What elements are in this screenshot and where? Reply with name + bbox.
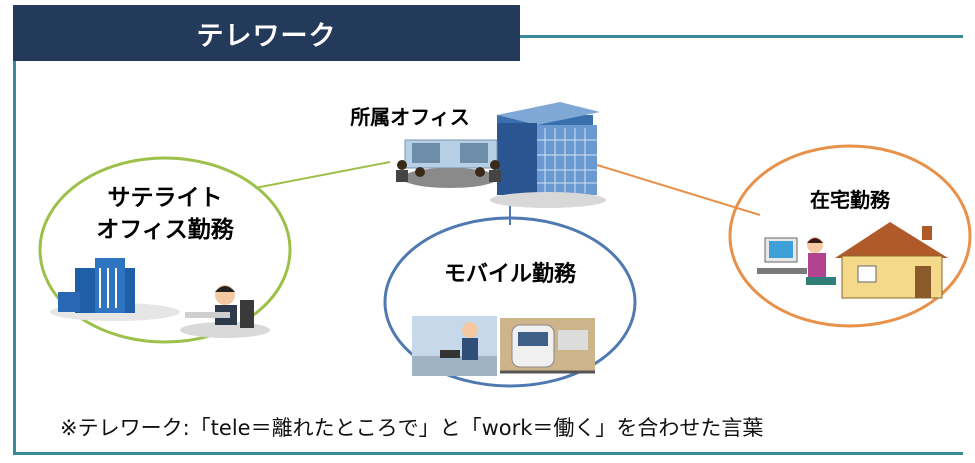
satellite-ring bbox=[38, 156, 292, 344]
caption-text: ※テレワーク:「tele＝離れたところで」と「work＝働く」を合わせた言葉 bbox=[60, 416, 764, 440]
worker-at-desk-icon bbox=[180, 285, 270, 338]
satellite-building-icon bbox=[50, 258, 180, 321]
train-icon bbox=[500, 318, 595, 374]
connector-satellite bbox=[254, 161, 391, 189]
mobile-worker-icon bbox=[412, 316, 497, 376]
house-icon bbox=[835, 222, 948, 299]
connector-home bbox=[596, 164, 761, 216]
office-building-icon bbox=[490, 102, 606, 208]
satellite-label-line1: サテライト bbox=[107, 185, 223, 211]
home-ring bbox=[728, 144, 972, 328]
mobile-ring bbox=[383, 216, 637, 388]
office-label: 所属オフィス bbox=[350, 105, 470, 129]
home-label: 在宅勤務 bbox=[810, 188, 890, 212]
satellite-label: サテライト オフィス勤務 bbox=[60, 182, 270, 246]
meeting-room-icon bbox=[396, 139, 501, 188]
mobile-label: モバイル勤務 bbox=[443, 262, 576, 287]
page-title: テレワーク bbox=[13, 5, 520, 61]
home-worker-icon bbox=[757, 237, 836, 285]
satellite-label-line2: オフィス勤務 bbox=[96, 217, 234, 243]
